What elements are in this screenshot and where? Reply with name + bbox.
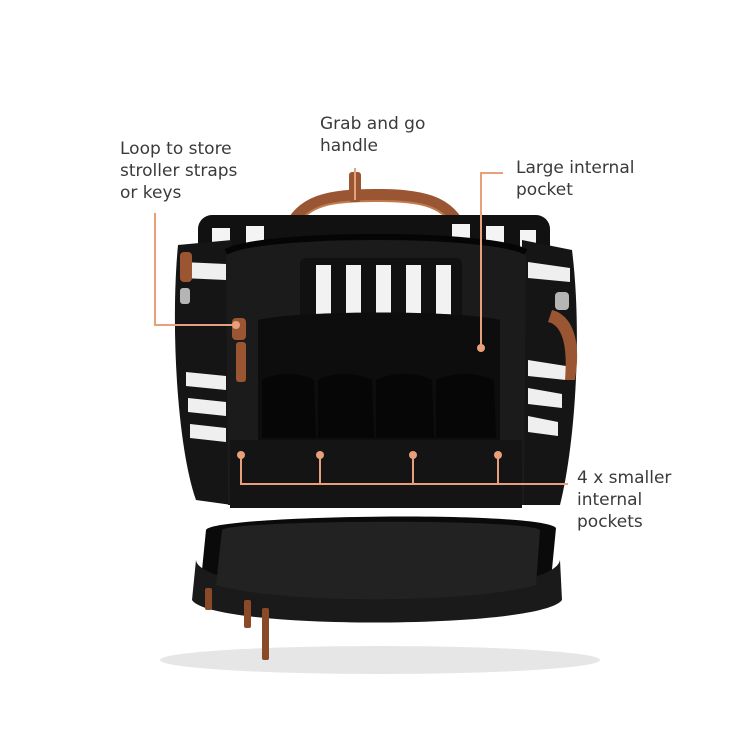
right-clip xyxy=(555,292,569,310)
stroller-loop xyxy=(232,318,246,340)
front-flap-rim xyxy=(192,560,562,623)
right-strap xyxy=(548,310,578,380)
right-side-stripes xyxy=(528,262,570,436)
callout-label-handle: Grab and go handle xyxy=(320,114,426,156)
callout-label-loop: Loop to store stroller straps or keys xyxy=(120,139,238,203)
callout-line-large-pocket xyxy=(480,172,503,348)
callout-lines xyxy=(154,168,568,485)
zipper-rim xyxy=(224,234,528,255)
bag-floor xyxy=(230,440,522,508)
left-side-stripes xyxy=(182,262,226,442)
grab-handle-highlight xyxy=(295,199,455,229)
zipper-pulls xyxy=(205,588,269,660)
front-flap-inner xyxy=(216,521,540,600)
ground-shadow xyxy=(160,646,600,674)
callout-label-large-pocket: Large internal pocket xyxy=(516,158,635,200)
small-pockets xyxy=(262,374,496,438)
grab-handle xyxy=(282,188,468,238)
left-clip xyxy=(180,288,190,304)
callout-line-loop xyxy=(154,213,232,326)
callout-line-small-pockets xyxy=(240,455,568,485)
inner-left-strap xyxy=(236,342,246,382)
callout-label-small-pockets: 4 x smaller internal pockets xyxy=(577,468,672,532)
callout-dots xyxy=(232,321,502,459)
left-strap xyxy=(180,252,192,282)
